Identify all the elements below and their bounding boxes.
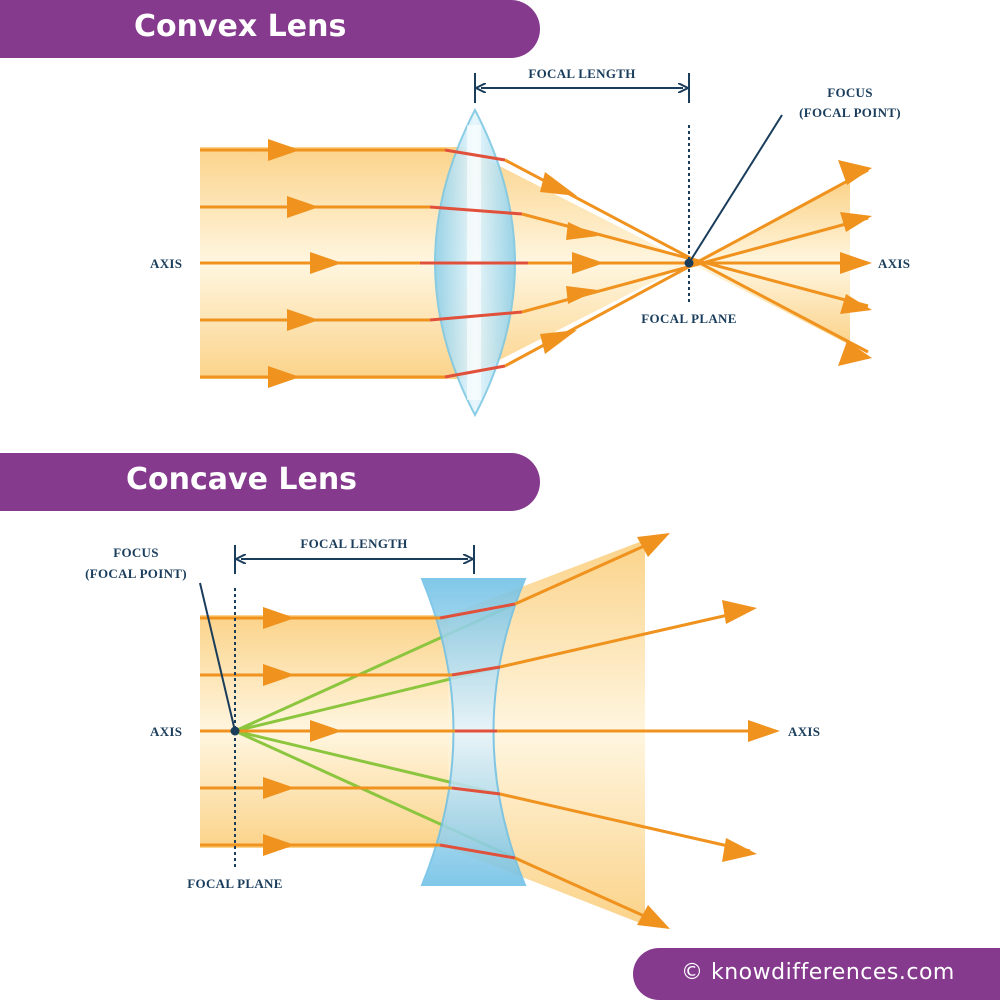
convex-refract-2 [429,205,523,216]
convex-arrow-mid-2 [566,222,598,240]
convex-axis-left-label: AXIS [150,256,182,271]
convex-arrow-in-2 [287,196,319,218]
convex-arrow-in-5 [268,366,300,388]
convex-diagram: FOCAL LENGTH FOCUS (FOCAL POINT) AXIS AX… [150,66,910,418]
concave-arrow-out-5 [637,905,670,929]
concave-refract-4 [451,786,501,796]
convex-focus-label: FOCUS [827,85,873,100]
concave-arrow-in-3 [310,720,342,742]
concave-lens-title: Concave Lens [126,462,358,497]
convex-arrow-out-5 [838,341,872,366]
concave-arrow-out-3 [748,720,780,742]
convex-focus-pointer [688,114,783,264]
concave-refract-2 [451,665,501,677]
convex-arrow-out-1 [838,160,872,185]
convex-refract-1 [444,148,506,162]
convex-lens-banner: Convex Lens [0,0,540,58]
convex-arrow-mid-3 [572,252,604,274]
convex-arrow-out-4 [840,294,872,314]
concave-focal-plane-label: FOCAL PLANE [187,876,282,891]
concave-lens-banner: Concave Lens [0,453,540,511]
convex-focal-point-label: (FOCAL POINT) [799,105,901,120]
concave-refract-1 [439,602,516,620]
footer-credit: © knowdifferences.com [681,960,955,985]
convex-arrow-in-3 [310,252,342,274]
convex-arrow-out-2 [840,212,872,232]
footer-credit-badge: © knowdifferences.com [633,948,1000,1000]
convex-axis-right-label: AXIS [878,256,910,271]
concave-focal-point [230,726,240,736]
concave-arrow-out-1 [637,533,670,557]
concave-out-ray-2 [499,608,751,669]
concave-axis-right-label: AXIS [788,724,820,739]
concave-focal-point-label: (FOCAL POINT) [85,566,187,581]
convex-focal-point [684,258,694,268]
convex-arrow-in-4 [287,309,319,331]
concave-focus-pointer [199,582,236,732]
concave-arrow-out-2 [722,600,757,624]
convex-arrow-out-3 [840,252,872,274]
concave-arrow-in-5 [263,834,295,856]
convex-arrow-in-1 [268,139,300,161]
concave-out-ray-1 [514,536,663,606]
convex-refract-4 [429,310,523,322]
convex-arrow-mid-5 [540,330,577,354]
concave-arrow-in-2 [263,664,295,686]
convex-focal-length-label: FOCAL LENGTH [528,66,635,81]
concave-arrow-in-4 [263,777,295,799]
concave-arrow-out-4 [722,838,757,862]
convex-refract-5 [444,364,506,379]
concave-out-ray-4 [499,792,751,853]
concave-axis-left-label: AXIS [150,724,182,739]
concave-out-ray-5 [514,856,663,926]
convex-arrow-mid-4 [566,286,598,304]
convex-arrow-mid-1 [540,172,577,196]
concave-refract-5 [439,843,516,860]
concave-focal-length-label: FOCAL LENGTH [300,536,407,551]
convex-lens-title: Convex Lens [134,9,347,44]
concave-diagram: FOCAL LENGTH FOCUS (FOCAL POINT) AXIS AX… [85,533,820,929]
convex-focal-plane-label: FOCAL PLANE [641,311,736,326]
concave-arrow-in-1 [263,607,295,629]
concave-focus-label: FOCUS [113,545,159,560]
